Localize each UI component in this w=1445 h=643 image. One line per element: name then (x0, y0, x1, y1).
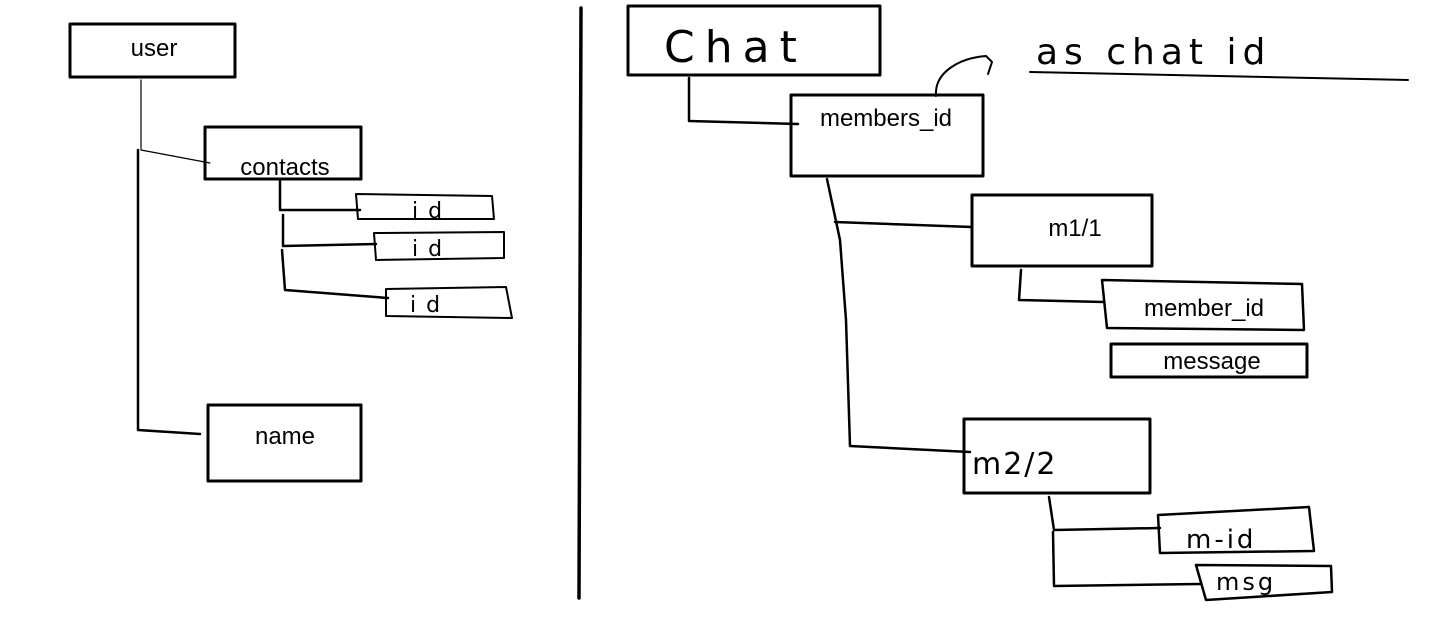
contact-id-label-3: id (410, 293, 450, 318)
annotation-underline (1029, 71, 1409, 81)
member-id-label: member_id (1144, 295, 1264, 322)
contact-id-box-2 (373, 231, 505, 261)
m2-id-label: m-id (1186, 525, 1256, 555)
members-id-label: members_id (820, 105, 952, 132)
contact-id-box-1 (355, 193, 495, 220)
message-label: message (1163, 348, 1260, 375)
user-box (68, 22, 237, 79)
divider-line (577, 6, 583, 600)
user-label: user (131, 35, 178, 62)
members-id-box (789, 93, 985, 178)
m2-msg-box (1194, 563, 1334, 602)
m2-label: m2/2 (972, 447, 1058, 482)
contacts-label: contacts (240, 154, 329, 181)
message-box (1109, 342, 1309, 379)
m2-msg-label: msg (1216, 568, 1276, 596)
chat-connector (687, 76, 800, 126)
name-box (206, 403, 363, 483)
chat-box (626, 4, 882, 77)
m1-box (970, 193, 1154, 268)
m2-id-box (1156, 505, 1316, 555)
m1-connector (833, 220, 974, 229)
contacts-box (203, 125, 363, 181)
chat-label: Chat (664, 22, 807, 73)
chat-note-label: as chat id (1036, 32, 1271, 73)
contact-id-label-1: id (412, 199, 452, 224)
m2-box (962, 417, 1152, 495)
contact-id-box-3 (385, 286, 513, 319)
contact-id-label-2: id (412, 237, 452, 262)
m2-sub-connector (1047, 495, 1202, 588)
m1-sub-connector (1017, 268, 1106, 304)
m1-label: m1/1 (1048, 215, 1101, 242)
user-trunk (136, 148, 202, 436)
members-trunk (825, 177, 972, 454)
contacts-connector (278, 179, 390, 300)
user-connector (140, 79, 211, 164)
member-id-box (1100, 278, 1306, 332)
name-label: name (255, 423, 315, 450)
annotation-arrow (934, 55, 993, 97)
